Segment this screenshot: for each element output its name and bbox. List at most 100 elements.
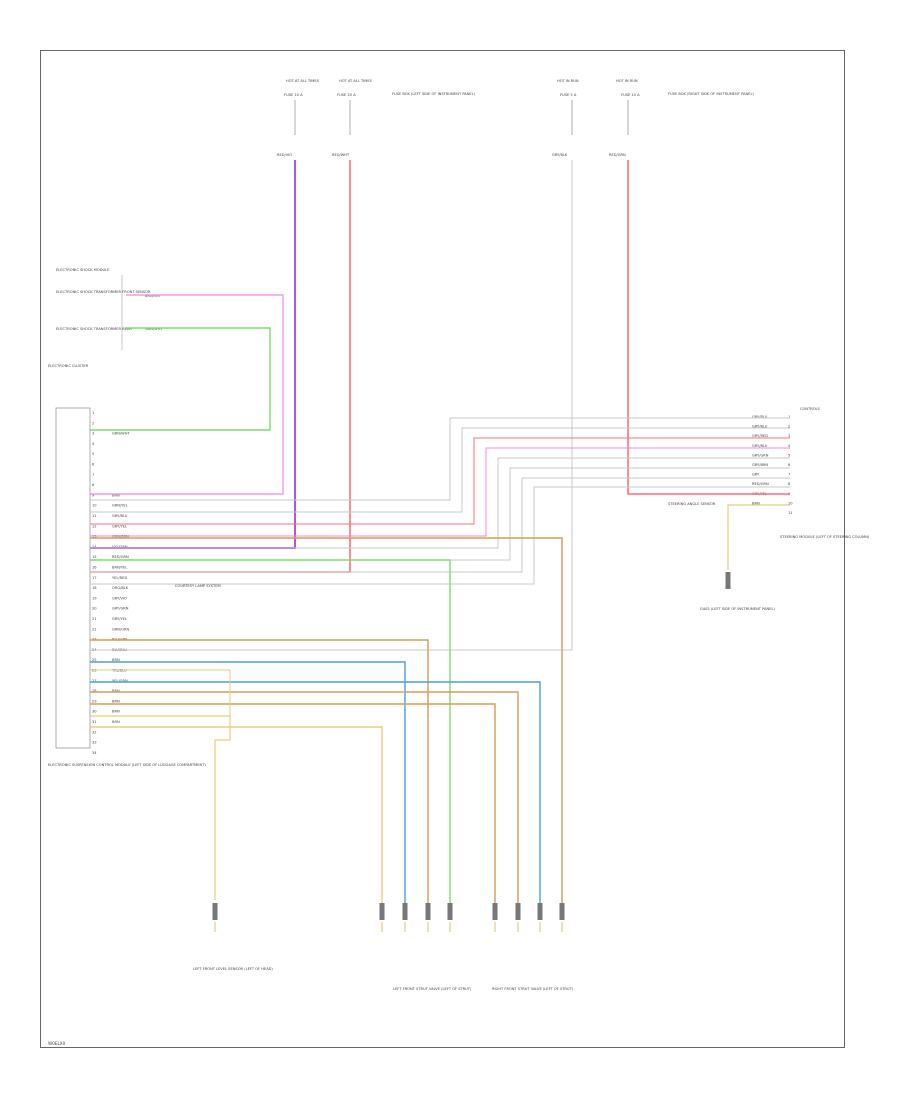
fuse-note-left: FUSE BOX (LEFT SIDE OF INSTRUMENT PANEL) bbox=[392, 92, 476, 96]
left-pin-wire-21: GRY/YEL bbox=[112, 617, 127, 621]
left-pin-wire-10: GRN/YEL bbox=[112, 504, 128, 508]
right-module: CONTROLS 1GRY/BLU2GRY/BLU3GRY/RED4GRY/BL… bbox=[668, 407, 870, 611]
left-pin-16: 16 bbox=[92, 566, 97, 570]
left-pin-14: 14 bbox=[92, 545, 97, 549]
right-pin-wire-1: GRY/BLU bbox=[752, 415, 768, 419]
left-input-2-label: ELECTRONIC SHOCK TRANSFORMER REAR bbox=[56, 327, 132, 331]
left-pin-2: 2 bbox=[92, 421, 94, 425]
right-module-caption: STEERING MODULE (LEFT OF STEERING COLUMN… bbox=[780, 535, 870, 539]
left-pin-8: 8 bbox=[92, 483, 95, 487]
bus-wire-6 bbox=[90, 467, 790, 561]
strut-wire-2 bbox=[90, 559, 451, 905]
left-pin-1: 1 bbox=[92, 411, 94, 415]
left-module-header: ELECTRONIC SHOCK MODULE bbox=[56, 268, 110, 272]
right-pin-6: 6 bbox=[788, 463, 791, 467]
right-pin-11: 11 bbox=[788, 511, 793, 515]
left-pin-wire-13: GRN/BRN bbox=[112, 535, 129, 539]
left-pin-21: 21 bbox=[92, 617, 97, 621]
wire-layer bbox=[90, 160, 790, 905]
input1-wire bbox=[90, 294, 284, 495]
fuse-4-label: HOT IN RUN bbox=[616, 79, 638, 83]
fuse-2-rating: FUSE 20 A bbox=[337, 93, 356, 97]
left-connector-label: ELECTRONIC CLUSTER bbox=[48, 364, 89, 368]
left-pin-28: 28 bbox=[92, 689, 97, 693]
right-pin-8: 8 bbox=[788, 482, 791, 486]
red-power-wire bbox=[90, 160, 351, 573]
strut-wire-1 bbox=[90, 537, 563, 905]
left-pin-6: 6 bbox=[92, 463, 95, 467]
connector-mark-6 bbox=[492, 903, 498, 920]
fuse-note-right: FUSE BOX (RIGHT SIDE OF INSTRUMENT PANEL… bbox=[668, 92, 754, 96]
left-pin-11: 11 bbox=[92, 514, 97, 518]
left-pin-wire-9: BRN bbox=[112, 493, 120, 497]
right-pin-wire-2: GRY/BLU bbox=[752, 425, 768, 429]
left-pin-19: 19 bbox=[92, 596, 97, 600]
bus-wire-2 bbox=[90, 427, 790, 513]
ground-wire-branch bbox=[90, 669, 231, 716]
left-ground-note: COURTESY LAMP SYSTEM bbox=[175, 584, 221, 588]
right-pin-5: 5 bbox=[788, 453, 790, 457]
violet-power-wire bbox=[90, 160, 296, 549]
left-pin-wire-16: BRN/YEL bbox=[112, 566, 127, 570]
right-pin-1: 1 bbox=[788, 415, 790, 419]
connector-mark-1 bbox=[212, 903, 218, 920]
strut-wire-7 bbox=[90, 703, 496, 905]
diagram-id: W0ELX0 bbox=[48, 1041, 66, 1046]
right-pin-wire-6: GRY/BRN bbox=[752, 463, 768, 467]
fuse-2-circuit: RED/WHT bbox=[332, 153, 350, 157]
left-pin-18: 18 bbox=[92, 586, 97, 590]
left-pin-32: 32 bbox=[92, 730, 97, 734]
connector-mark-4 bbox=[425, 903, 431, 920]
left-pin-10: 10 bbox=[92, 504, 97, 508]
left-pin-wire-30: BRN bbox=[112, 710, 120, 714]
fuse-4-rating: FUSE 10 A bbox=[621, 93, 640, 97]
strut-wire-3 bbox=[90, 639, 429, 905]
left-module-caption: ELECTRONIC SUSPENSION CONTROL MODULE (LE… bbox=[48, 763, 206, 767]
fuse-stubs bbox=[294, 100, 629, 135]
right-strut-caption: RIGHT FRONT STRUT VALVE (LEFT OF STRUT) bbox=[492, 987, 574, 991]
fuse-block-3: HOT IN RUN FUSE 5 A GRY/BLK bbox=[552, 79, 579, 157]
fuse-1-label: HOT AT ALL TIMES bbox=[286, 79, 320, 83]
fuse-block-4: HOT IN RUN FUSE 10 A RED/GRN bbox=[609, 79, 640, 157]
bus-wire-3 bbox=[90, 437, 790, 525]
left-pin-wire-11: GRY/BLU bbox=[112, 514, 128, 518]
left-connector-box bbox=[55, 407, 91, 749]
left-pin-29: 29 bbox=[92, 699, 97, 703]
connector-mark-8 bbox=[537, 903, 543, 920]
left-pin-wire-29: BRN bbox=[112, 699, 120, 703]
bus-wire-8 bbox=[90, 486, 790, 585]
strut-wire-8 bbox=[90, 726, 383, 905]
left-pin-9: 9 bbox=[92, 493, 95, 497]
left-input-2-wire: GRN/WHT bbox=[145, 327, 163, 331]
left-pin-wire-3: GRN/WHT bbox=[112, 432, 130, 436]
left-pin-25: 25 bbox=[92, 658, 97, 662]
left-pin-wire-18: ORG/BLK bbox=[112, 586, 129, 590]
left-pin-wire-17: YEL/RED bbox=[112, 576, 127, 580]
left-input-1-label: ELECTRONIC SHOCK TRANSFORMER FRONT SENSO… bbox=[56, 290, 151, 294]
left-pin-4: 4 bbox=[92, 442, 95, 446]
left-pin-22: 22 bbox=[92, 627, 97, 631]
fuse-block-2: HOT AT ALL TIMES FUSE 20 A RED/WHT bbox=[332, 79, 373, 157]
bus-wire-1 bbox=[90, 417, 790, 501]
right-ground-wire bbox=[727, 504, 790, 570]
left-pin-wire-27: YEL/GRN bbox=[112, 679, 128, 683]
right-side-note: STEERING ANGLE SENSOR bbox=[668, 502, 716, 506]
ground-wire bbox=[90, 715, 231, 900]
left-pin-wire-19: GRY/VIO bbox=[112, 596, 127, 600]
strut-wire-6 bbox=[90, 691, 519, 905]
right-pin-list: 1GRY/BLU2GRY/BLU3GRY/RED4GRY/BLU5GRY/GRN… bbox=[752, 415, 793, 515]
fuse-2-label: HOT AT ALL TIMES bbox=[339, 79, 373, 83]
connector-mark-9 bbox=[559, 903, 565, 920]
left-pin-17: 17 bbox=[92, 576, 97, 580]
red-run-wire bbox=[627, 160, 790, 495]
fuse-3-rating: FUSE 5 A bbox=[560, 93, 577, 97]
connector-mark-5 bbox=[447, 903, 453, 920]
right-pin-4: 4 bbox=[788, 444, 791, 448]
left-input-1-wire: BRN/VIO bbox=[145, 294, 160, 298]
left-pin-wire-15: RED/GRN bbox=[112, 555, 129, 559]
bus-wire-4 bbox=[90, 447, 790, 537]
fuse-block-1: HOT AT ALL TIMES FUSE 10 A RED/VIO bbox=[277, 79, 320, 157]
right-pin-wire-5: GRY/GRN bbox=[752, 453, 769, 457]
left-pin-34: 34 bbox=[92, 751, 97, 755]
left-pin-wire-22: GRN/GRN bbox=[112, 627, 129, 631]
